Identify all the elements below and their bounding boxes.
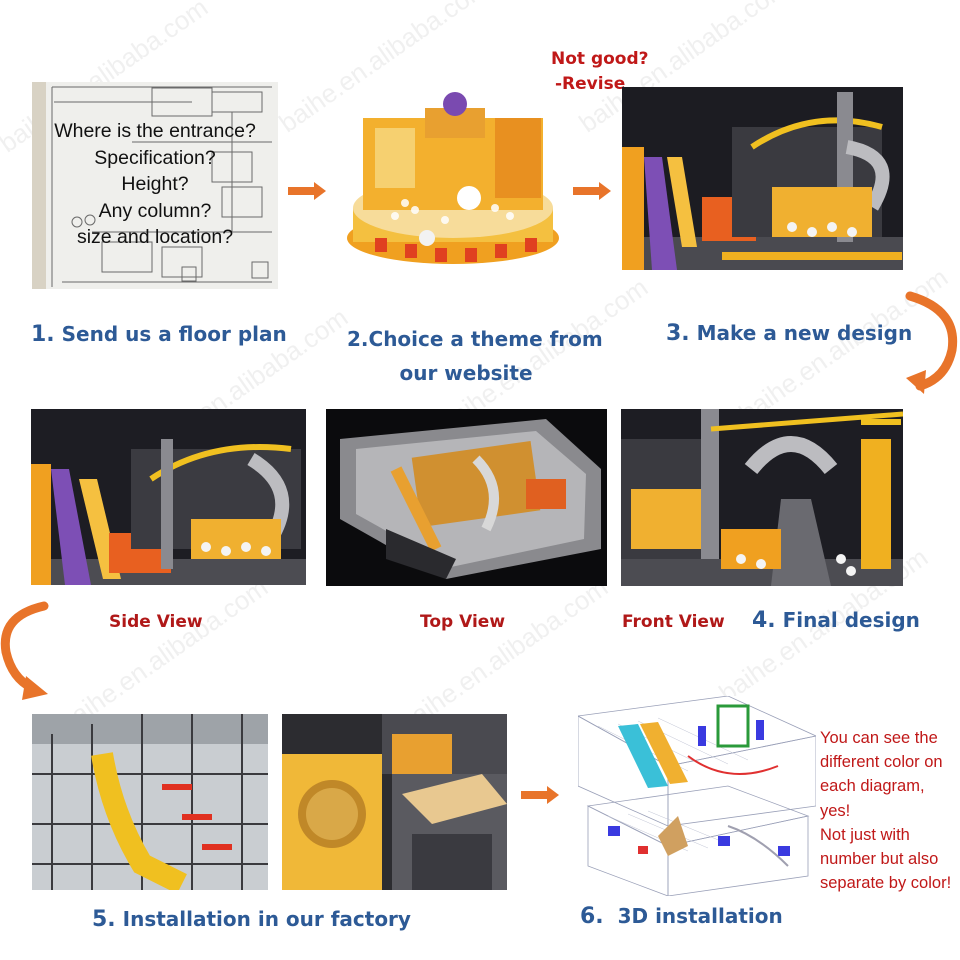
floor-plan-questions: Where is the entrance? Specification? He… [32, 118, 278, 251]
step-4-text: Final design [775, 608, 920, 632]
color-note: You can see the different color on each … [820, 726, 951, 895]
factory-installation-photo-1 [32, 714, 268, 890]
question-specification: Specification? [94, 146, 216, 169]
step-4-number: 4. [752, 608, 776, 633]
note-line-7: separate by color! [820, 874, 952, 893]
question-entrance: Where is the entrance? [54, 120, 256, 142]
note-line-4: yes! [820, 801, 851, 820]
revise-question: Not good? [551, 49, 649, 69]
floor-plan-image: Where is the entrance? Specification? He… [32, 82, 278, 289]
step-5-text: Installation in our factory [115, 907, 411, 931]
note-line-5: Not just with [820, 825, 910, 844]
question-column: Any column? [98, 199, 212, 222]
step-5-label: 5. Installation in our factory [92, 907, 411, 932]
front-view-render [621, 409, 903, 586]
revise-note: Not good? -Revise [551, 47, 649, 97]
curved-arrow-icon [905, 291, 958, 394]
arrow-right-icon [521, 786, 559, 804]
note-line-6: number but also [820, 850, 939, 869]
step-4-label: 4. Final design [752, 608, 920, 633]
step-2-line1: 2.Choice a theme from [347, 327, 603, 351]
factory-installation-photo-2 [282, 714, 507, 890]
arrow-right-icon [573, 182, 611, 200]
step-1-text: Send us a floor plan [54, 322, 287, 346]
theme-image [345, 88, 561, 273]
step-6-number: 6. [580, 904, 604, 929]
question-height: Height? [121, 173, 189, 195]
note-line-2: different color on [820, 753, 943, 772]
step-2-line2: our website [399, 361, 533, 385]
side-view-render [31, 409, 306, 585]
question-size-location: size and location? [76, 226, 234, 248]
note-line-3: each diagram, [820, 777, 925, 796]
step-3-number: 3. [666, 321, 690, 346]
step-1-number: 1. [31, 322, 55, 347]
curved-arrow-icon [0, 601, 49, 700]
arrow-right-icon [288, 182, 326, 200]
step-1-label: 1. Send us a floor plan [31, 322, 287, 347]
top-view-render [326, 409, 607, 586]
side-view-label: Side View [109, 612, 203, 632]
top-view-label: Top View [420, 612, 506, 632]
step-6-text: 3D installation [603, 904, 783, 928]
step-3-label: 3. Make a new design [666, 321, 912, 346]
step-5-number: 5. [92, 907, 116, 932]
revise-action: -Revise [555, 74, 626, 94]
3d-installation-diagram [578, 696, 816, 896]
new-design-render [622, 87, 903, 270]
step-3-text: Make a new design [689, 321, 913, 345]
note-line-1: You can see the [820, 729, 938, 747]
step-2-label: 2.Choice a theme from our website [347, 322, 603, 390]
front-view-label: Front View [622, 612, 725, 632]
step-6-label: 6. 3D installation [580, 904, 783, 929]
